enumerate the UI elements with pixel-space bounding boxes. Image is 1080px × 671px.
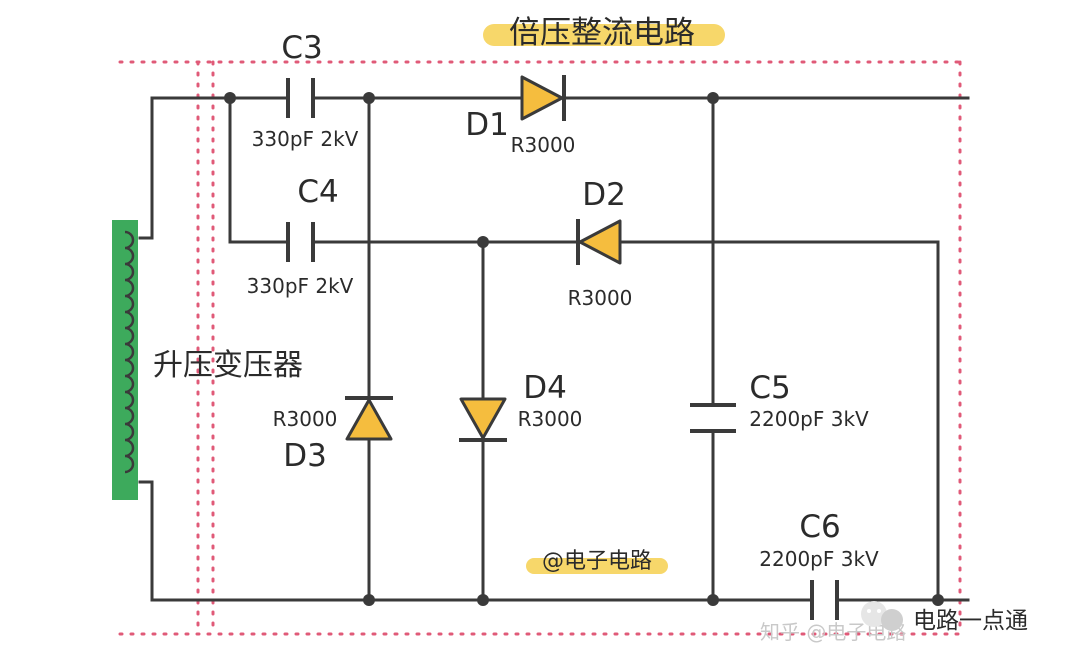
d2-label: D2 [582,177,626,213]
diagram-title: 倍压整流电路 [509,15,695,51]
d4-label: D4 [523,370,567,406]
c4-spec: 330pF 2kV [247,274,354,298]
capacitor-c4 [286,222,315,262]
c3-label: C3 [281,30,322,66]
d1-spec: R3000 [511,133,576,157]
transformer-label: 升压变压器 [153,348,303,383]
junction-dots [224,92,944,606]
d1-label: D1 [465,107,509,143]
transformer-coil [112,220,138,500]
capacitor-c3 [286,78,315,118]
c3-spec: 330pF 2kV [252,127,359,151]
capacitor-c6 [810,580,839,620]
dotted-frame [118,60,962,636]
diode-d4 [459,397,507,442]
diode-d1 [520,75,566,121]
d3-spec: R3000 [273,407,338,431]
c5-spec: 2200pF 3kV [749,407,869,431]
d4-spec: R3000 [518,407,583,431]
wechat-icon [861,601,903,631]
watermark-highlight [526,558,668,574]
d2-spec: R3000 [568,286,633,310]
watermark-center: @电子电路 [542,549,652,574]
c4-label: C4 [297,174,338,210]
title-highlight [483,24,725,46]
diode-d3 [345,396,393,441]
diode-d2 [576,219,622,265]
capacitor-c5 [690,403,736,433]
d3-label: D3 [283,438,327,474]
c5-label: C5 [749,370,790,406]
badge-text: 电路一点通 [913,608,1028,634]
c6-label: C6 [799,509,840,545]
c6-spec: 2200pF 3kV [759,547,879,571]
